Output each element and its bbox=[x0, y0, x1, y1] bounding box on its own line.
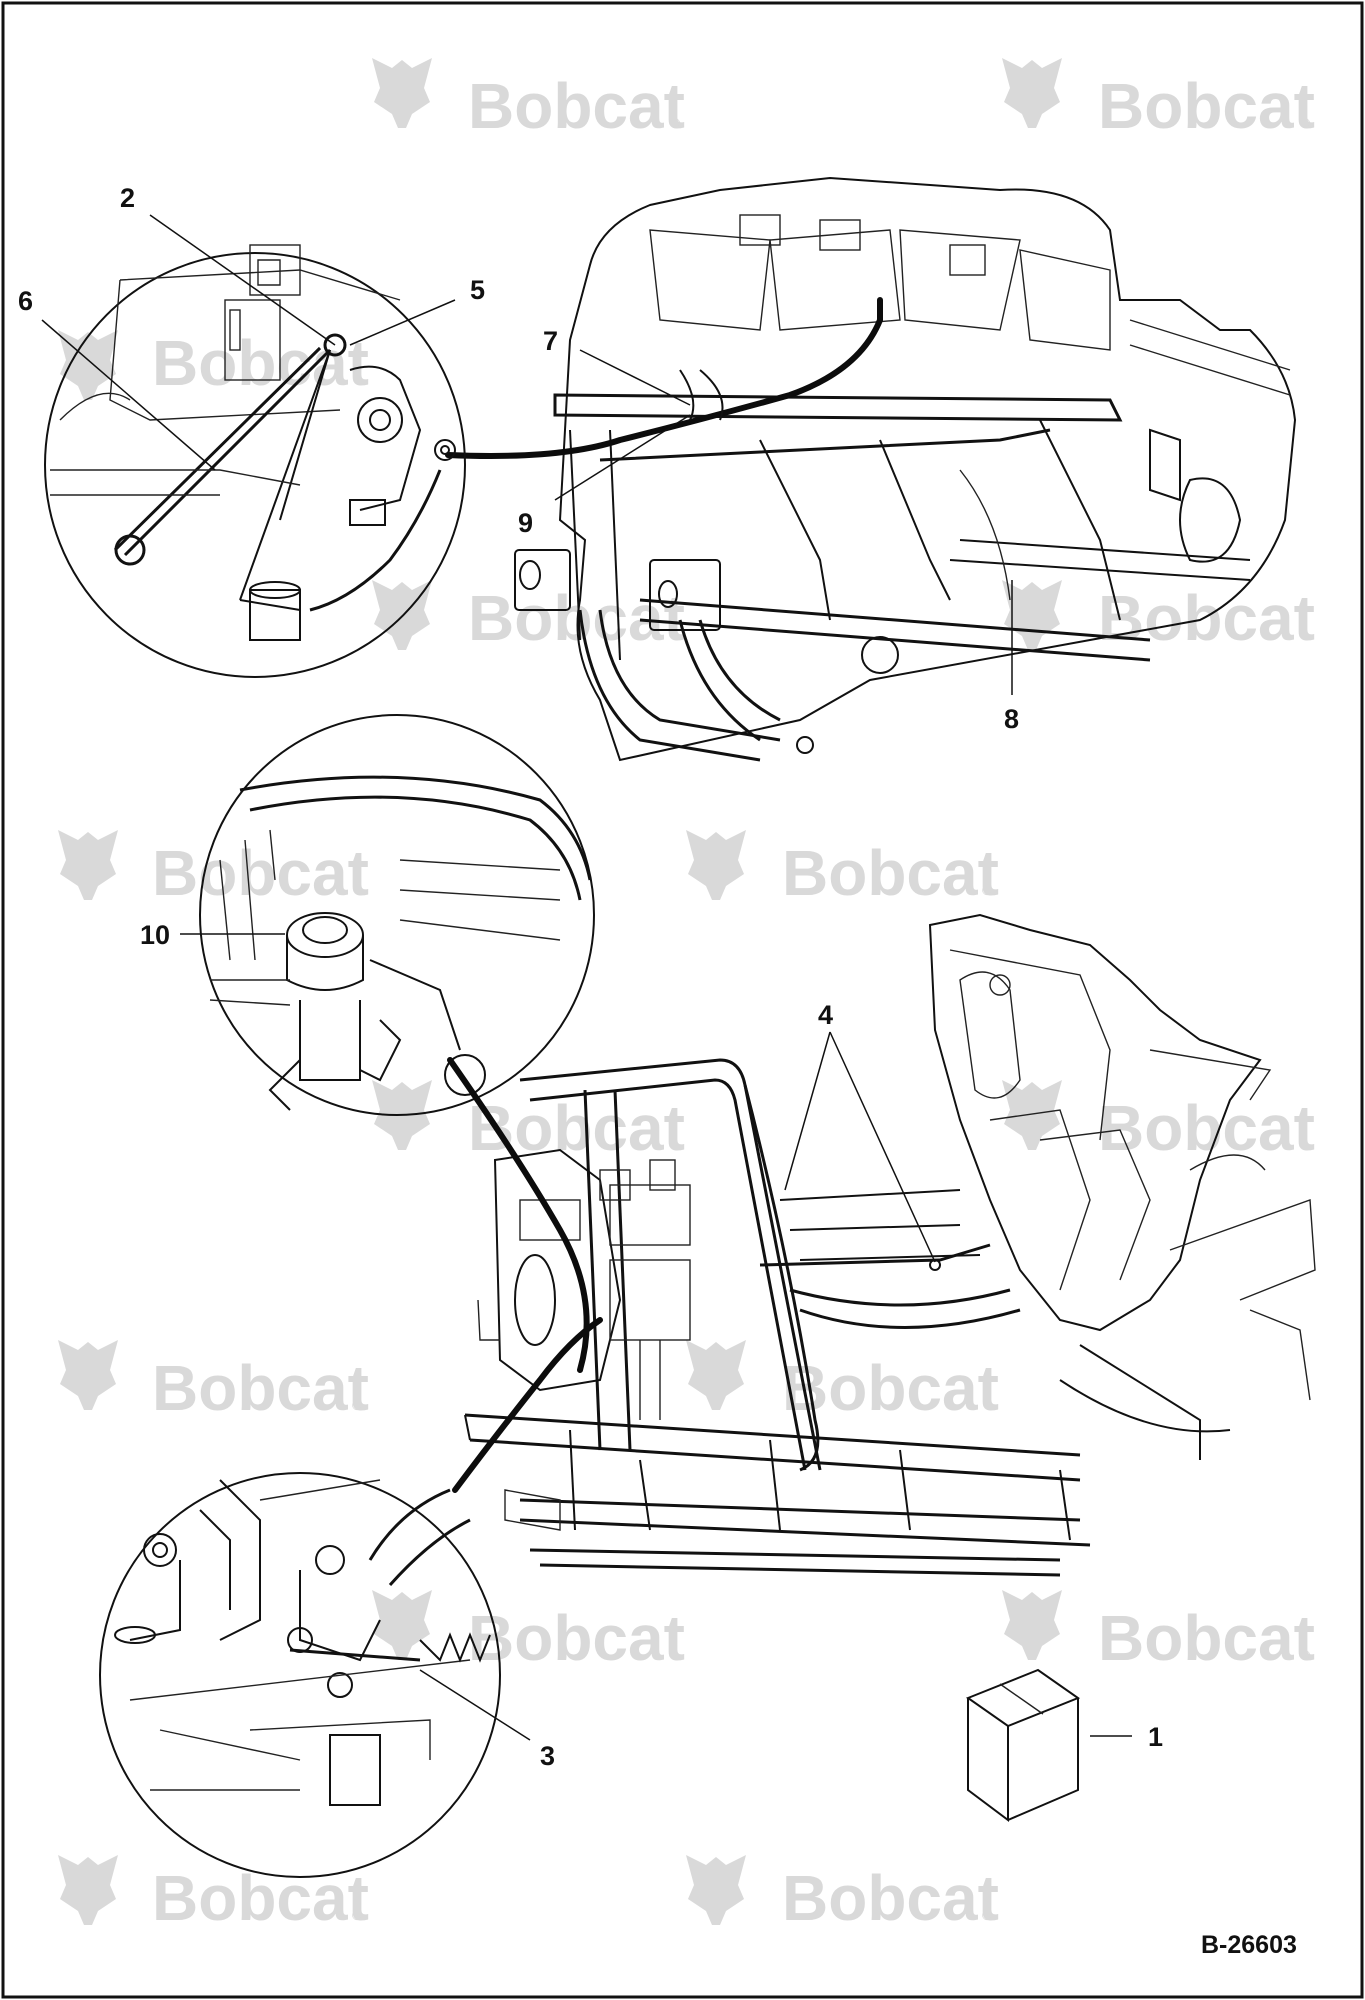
front-frame-assembly bbox=[445, 176, 1297, 762]
watermark-4: Bobcat bbox=[372, 580, 685, 654]
watermark-brand: Bobcat bbox=[468, 582, 685, 654]
watermark-brand: Bobcat bbox=[468, 1092, 685, 1164]
callout-7: 7 bbox=[543, 326, 558, 356]
watermark-10: Bobcat ® bbox=[58, 1340, 369, 1424]
document-number: B-26603 bbox=[1201, 1931, 1297, 1959]
detail-circle-cable-attachment bbox=[99, 1472, 501, 1878]
watermark-7: Bobcat ® bbox=[686, 830, 999, 909]
leader-7 bbox=[579, 349, 691, 406]
watermark-brand: Bobcat bbox=[152, 327, 369, 399]
watermark-brand: Bobcat bbox=[1098, 70, 1315, 142]
watermark-registered-mark: ® bbox=[352, 1397, 363, 1413]
leader-4a bbox=[784, 1031, 831, 1191]
watermark-brand: Bobcat bbox=[468, 1602, 685, 1674]
watermark-5: Bobcat bbox=[1002, 580, 1315, 654]
watermark-14: Bobcat ® bbox=[58, 1855, 369, 1934]
callout-1: 1 bbox=[1148, 1722, 1163, 1752]
watermark-1: Bobcat ® bbox=[372, 58, 685, 142]
detail-circle-throttle-linkage bbox=[44, 244, 466, 678]
watermark-registered-mark: ® bbox=[982, 882, 993, 898]
watermark-9: Bobcat bbox=[1002, 1080, 1315, 1164]
detail-circle-mount-point bbox=[199, 714, 595, 1116]
leader-6 bbox=[41, 319, 216, 471]
callout-4: 4 bbox=[818, 1000, 833, 1030]
leader-5 bbox=[349, 299, 456, 346]
watermark-registered-mark: ® bbox=[352, 1907, 363, 1923]
watermark-8: Bobcat bbox=[372, 1080, 685, 1164]
watermark-brand: Bobcat bbox=[782, 837, 999, 909]
callout-6: 6 bbox=[18, 286, 33, 316]
watermark-15: Bobcat ® bbox=[686, 1855, 999, 1934]
watermark-registered-mark: ® bbox=[670, 115, 681, 131]
watermark-brand: Bobcat bbox=[1098, 1602, 1315, 1674]
watermark-registered-mark: ® bbox=[982, 1907, 993, 1923]
callout-3: 3 bbox=[540, 1741, 555, 1771]
watermark-brand: Bobcat bbox=[782, 1352, 999, 1424]
chassis-assembly bbox=[447, 913, 1316, 1577]
leader-lines bbox=[41, 214, 1132, 1741]
leader-4b bbox=[829, 1031, 936, 1263]
callout-5: 5 bbox=[470, 275, 485, 305]
watermark-registered-mark: ® bbox=[1300, 115, 1311, 131]
watermark-brand: Bobcat bbox=[1098, 582, 1315, 654]
watermark-registered-mark: ® bbox=[1300, 1647, 1311, 1663]
callout-labels: 2 6 5 7 9 8 10 4 3 1 bbox=[18, 183, 1163, 1771]
watermark-13: Bobcat ® bbox=[1002, 1590, 1315, 1674]
watermark-11: Bobcat bbox=[686, 1340, 999, 1424]
parts-kit-box-icon bbox=[965, 1668, 1081, 1822]
callout-9: 9 bbox=[518, 508, 533, 538]
watermark-2: Bobcat ® bbox=[1002, 58, 1315, 142]
watermark-12: Bobcat bbox=[372, 1590, 685, 1674]
callout-10: 10 bbox=[140, 920, 170, 950]
watermark-brand: Bobcat bbox=[782, 1862, 999, 1934]
callout-8: 8 bbox=[1004, 704, 1019, 734]
leader-9 bbox=[554, 414, 691, 501]
callout-2: 2 bbox=[120, 183, 135, 213]
leader-2 bbox=[149, 214, 336, 346]
watermark-brand: Bobcat bbox=[1098, 1092, 1315, 1164]
leader-3 bbox=[419, 1669, 531, 1741]
watermark-brand: Bobcat bbox=[152, 837, 369, 909]
watermark-brand: Bobcat bbox=[468, 70, 685, 142]
watermark-3: Bobcat bbox=[58, 327, 369, 400]
watermark-6: Bobcat bbox=[58, 830, 369, 909]
watermark-brand: Bobcat bbox=[152, 1352, 369, 1424]
